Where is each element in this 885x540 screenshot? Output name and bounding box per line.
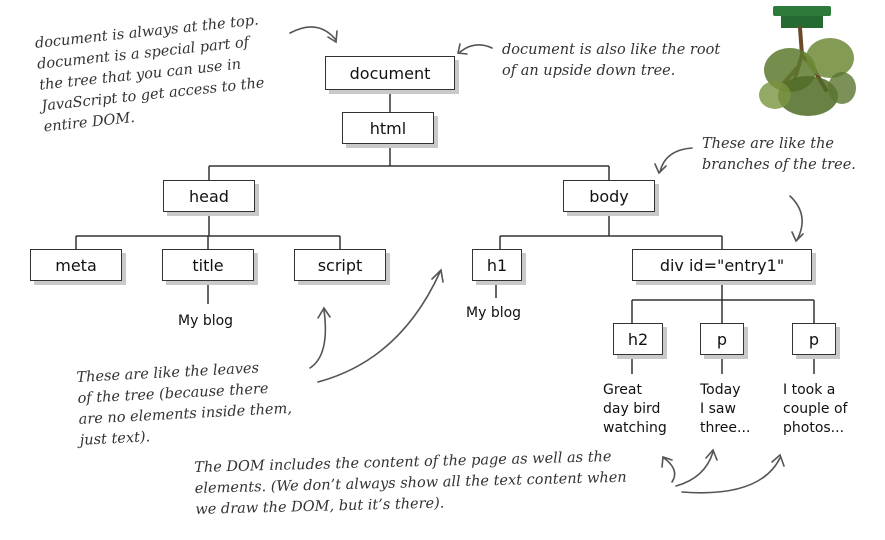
text-node-title: My blog [178, 313, 234, 329]
upside-down-tree-illustration [759, 6, 856, 116]
text-line: photos... [783, 420, 845, 436]
node-head: head [163, 180, 255, 212]
node-h1: h1 [472, 249, 522, 281]
note-line: These are like the [702, 136, 834, 152]
node-script: script [294, 249, 386, 281]
text-line: Great [603, 382, 642, 398]
arrow-leaves-2 [317, 268, 444, 383]
note-line: of an upside down tree. [502, 63, 676, 79]
note-leaves: These are like the leaves of the tree (b… [76, 357, 294, 452]
note-line: branches of the tree. [702, 157, 856, 173]
arrow-top-right [457, 43, 493, 55]
node-html: html [342, 112, 434, 144]
arrow-leaves-1 [309, 306, 331, 369]
arrow-top-left [289, 26, 338, 44]
node-h2: h2 [613, 323, 663, 355]
arrow-bottom-1 [661, 455, 676, 483]
text-line: three... [700, 420, 751, 436]
node-title: title [162, 249, 254, 281]
note-line: document is also like the root [502, 42, 721, 58]
text-node-h1: My blog [466, 305, 522, 321]
text-line: day bird [603, 401, 661, 417]
text-line: watching [603, 420, 667, 436]
arrow-bottom-2 [675, 448, 718, 487]
note-dom-content: The DOM includes the content of the page… [194, 447, 627, 521]
node-div-entry1: div id="entry1" [632, 249, 812, 281]
arrow-branches-left [654, 147, 693, 175]
text-node-h2: Great day bird watching [603, 381, 667, 438]
node-body: body [563, 180, 655, 212]
arrow-bottom-3 [681, 453, 785, 494]
arrow-branches-right [789, 195, 804, 243]
text-node-p-2: I took a couple of photos... [783, 381, 847, 438]
text-line: I saw [700, 401, 736, 417]
text-line: couple of [783, 401, 848, 417]
text-line: I took a [783, 382, 836, 398]
text-node-p-1: Today I saw three... [700, 381, 750, 438]
node-document: document [325, 56, 455, 90]
note-branches: These are like the branches of the tree. [702, 134, 856, 176]
node-p-2: p [792, 323, 836, 355]
node-meta: meta [30, 249, 122, 281]
note-document-root: document is also like the root of an ups… [502, 40, 720, 82]
text-line: Today [700, 382, 741, 398]
node-p-1: p [700, 323, 744, 355]
